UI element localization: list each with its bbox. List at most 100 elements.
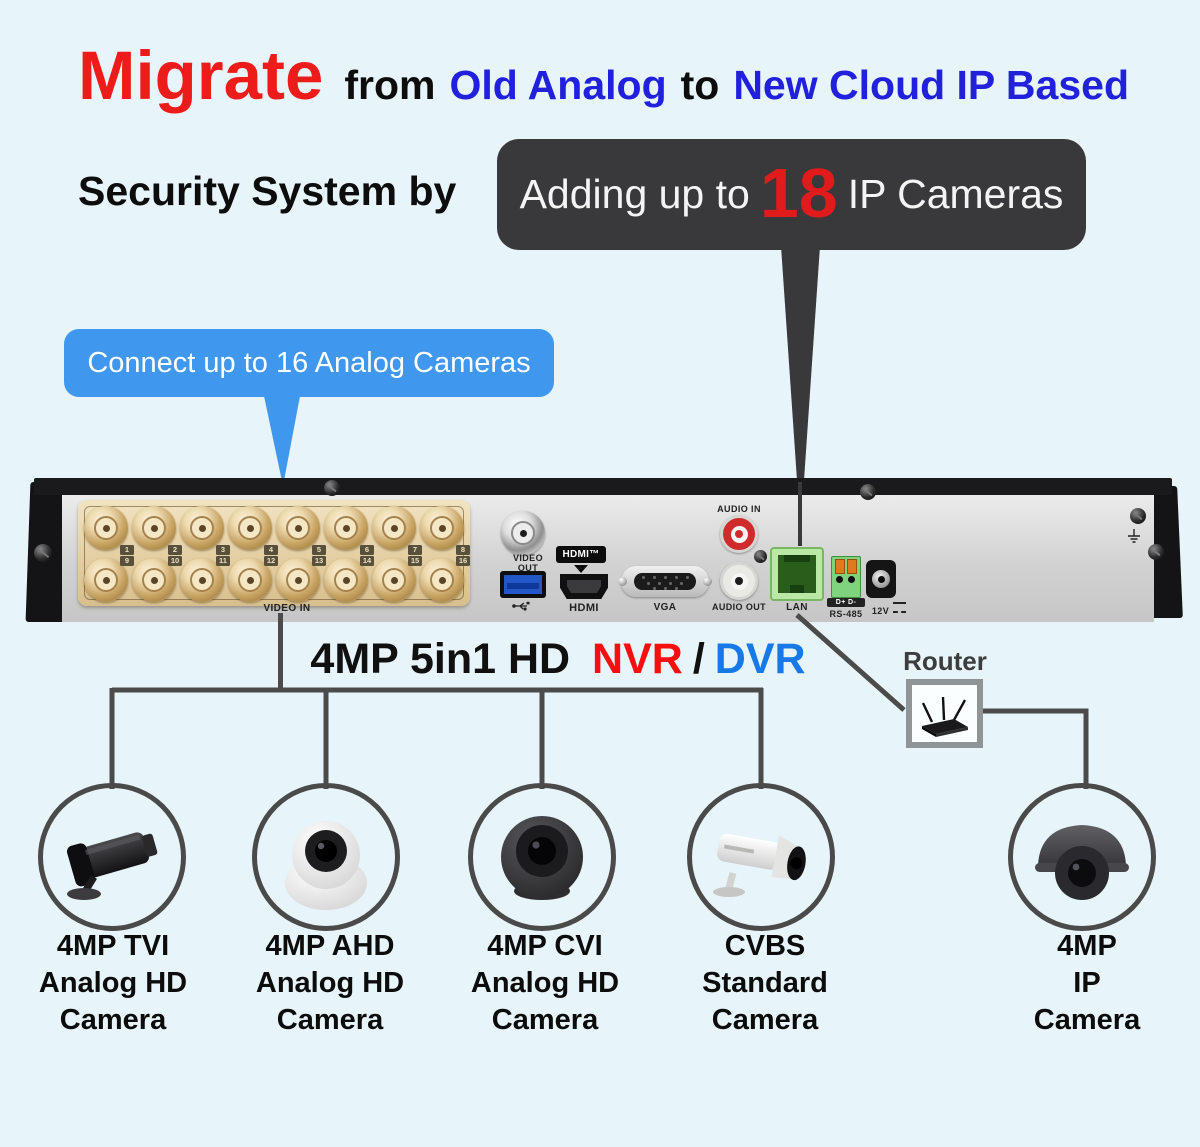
bnc-connector [324, 506, 368, 550]
subtitle: Security System by [78, 168, 457, 214]
bnc-num-8: 8 [456, 545, 470, 555]
bnc-num-10: 10 [168, 556, 182, 566]
title-migrate: Migrate [78, 37, 324, 114]
dc-power-jack [866, 560, 896, 598]
dc-symbol-icon [893, 602, 907, 613]
screw [1130, 508, 1146, 524]
video-out-label: VIDEO OUT [512, 553, 543, 573]
screw [1148, 544, 1164, 560]
dvr-title-prefix: 4MP 5in1 HD [310, 635, 571, 683]
bnc-num-16: 16 [456, 556, 470, 566]
router-icon [921, 696, 968, 737]
bnc-num-12: 12 [264, 556, 278, 566]
router-label: Router [903, 646, 987, 676]
eyeball-camera-gray [501, 816, 583, 900]
hdmi-badge: HDMI™ [556, 546, 606, 563]
camera-drop-lines [109, 688, 764, 789]
lan-label: LAN [786, 602, 808, 613]
bnc-num-3: 3 [216, 545, 230, 555]
audio-in-rca [720, 515, 758, 553]
screw [860, 484, 876, 500]
screw [324, 480, 340, 496]
label-tvi-camera: 4MP TVI Analog HD Camera [38, 930, 188, 1036]
bnc-connector [420, 558, 464, 602]
bnc-connector [228, 506, 272, 550]
ip-camera-badge: Adding up to 18 IP Cameras [497, 139, 1086, 250]
label-ahd-camera: 4MP AHD Analog HD Camera [255, 930, 405, 1036]
bnc-num-15: 15 [408, 556, 422, 566]
camera-circle-cvi [468, 783, 616, 931]
bnc-connector [372, 558, 416, 602]
power-label: 12V [860, 602, 918, 616]
bnc-num-2: 2 [168, 545, 182, 555]
label-cvi-camera: 4MP CVI Analog HD Camera [470, 930, 620, 1036]
bullet-camera-white [713, 833, 806, 897]
dvr-title-dvr: DVR [714, 635, 806, 683]
dvr-top-strip [34, 478, 1172, 495]
audio-out-rca [720, 562, 758, 600]
bnc-num-5: 5 [312, 545, 326, 555]
bnc-connector [84, 558, 128, 602]
callout-tail [264, 396, 300, 486]
bnc-num-9: 9 [120, 556, 134, 566]
badge-tail [781, 246, 820, 495]
bnc-num-4: 4 [264, 545, 278, 555]
camera-circle-ahd [252, 783, 400, 931]
label-cvbs-camera: CVBS Standard Camera [702, 930, 828, 1036]
title-new-cloud: New Cloud IP Based [733, 62, 1129, 108]
bnc-num-11: 11 [216, 556, 230, 566]
rs485-pins-label: D+ D- [827, 598, 865, 607]
hdmi-arrow-icon [574, 565, 588, 573]
bnc-row-top [82, 506, 466, 550]
bnc-connector [420, 506, 464, 550]
badge-count: 18 [759, 153, 838, 232]
bnc-connector [180, 558, 224, 602]
title-old-analog: Old Analog [449, 62, 667, 108]
title-to: to [680, 62, 720, 108]
bnc-num-1: 1 [120, 545, 134, 555]
video-out-bnc [501, 511, 545, 555]
dvr-title-nvr: NVR [592, 635, 683, 683]
hdmi-port [560, 574, 608, 599]
audio-in-label: AUDIO IN [717, 504, 761, 514]
label-ip-camera: 4MP IP Camera [1033, 930, 1141, 1036]
badge-prefix: Adding up to [519, 171, 750, 217]
bullet-camera-black [66, 832, 158, 900]
dvr-title-slash: / [692, 635, 705, 683]
camera-circle-tvi [38, 783, 186, 931]
hdmi-label: HDMI [569, 602, 599, 614]
bnc-num-7: 7 [408, 545, 422, 555]
screw [754, 550, 767, 563]
rs485-terminal [831, 556, 861, 598]
camera-circle-cvbs [687, 783, 835, 931]
dome-camera-white [285, 821, 367, 910]
bnc-connector [84, 506, 128, 550]
bnc-connector [180, 506, 224, 550]
badge-suffix: IP Cameras [847, 171, 1064, 217]
vandal-dome-camera [1035, 825, 1129, 900]
screw [34, 544, 52, 562]
vga-port [618, 566, 712, 597]
bnc-connector [276, 506, 320, 550]
bnc-connector [372, 506, 416, 550]
ground-icon [1128, 529, 1140, 543]
bnc-connector [132, 506, 176, 550]
usb-icon [512, 601, 530, 611]
camera-circle-ip [1008, 783, 1156, 931]
bnc-num-14: 14 [360, 556, 374, 566]
bnc-num-13: 13 [312, 556, 326, 566]
lan-port [770, 547, 824, 601]
bnc-num-6: 6 [360, 545, 374, 555]
